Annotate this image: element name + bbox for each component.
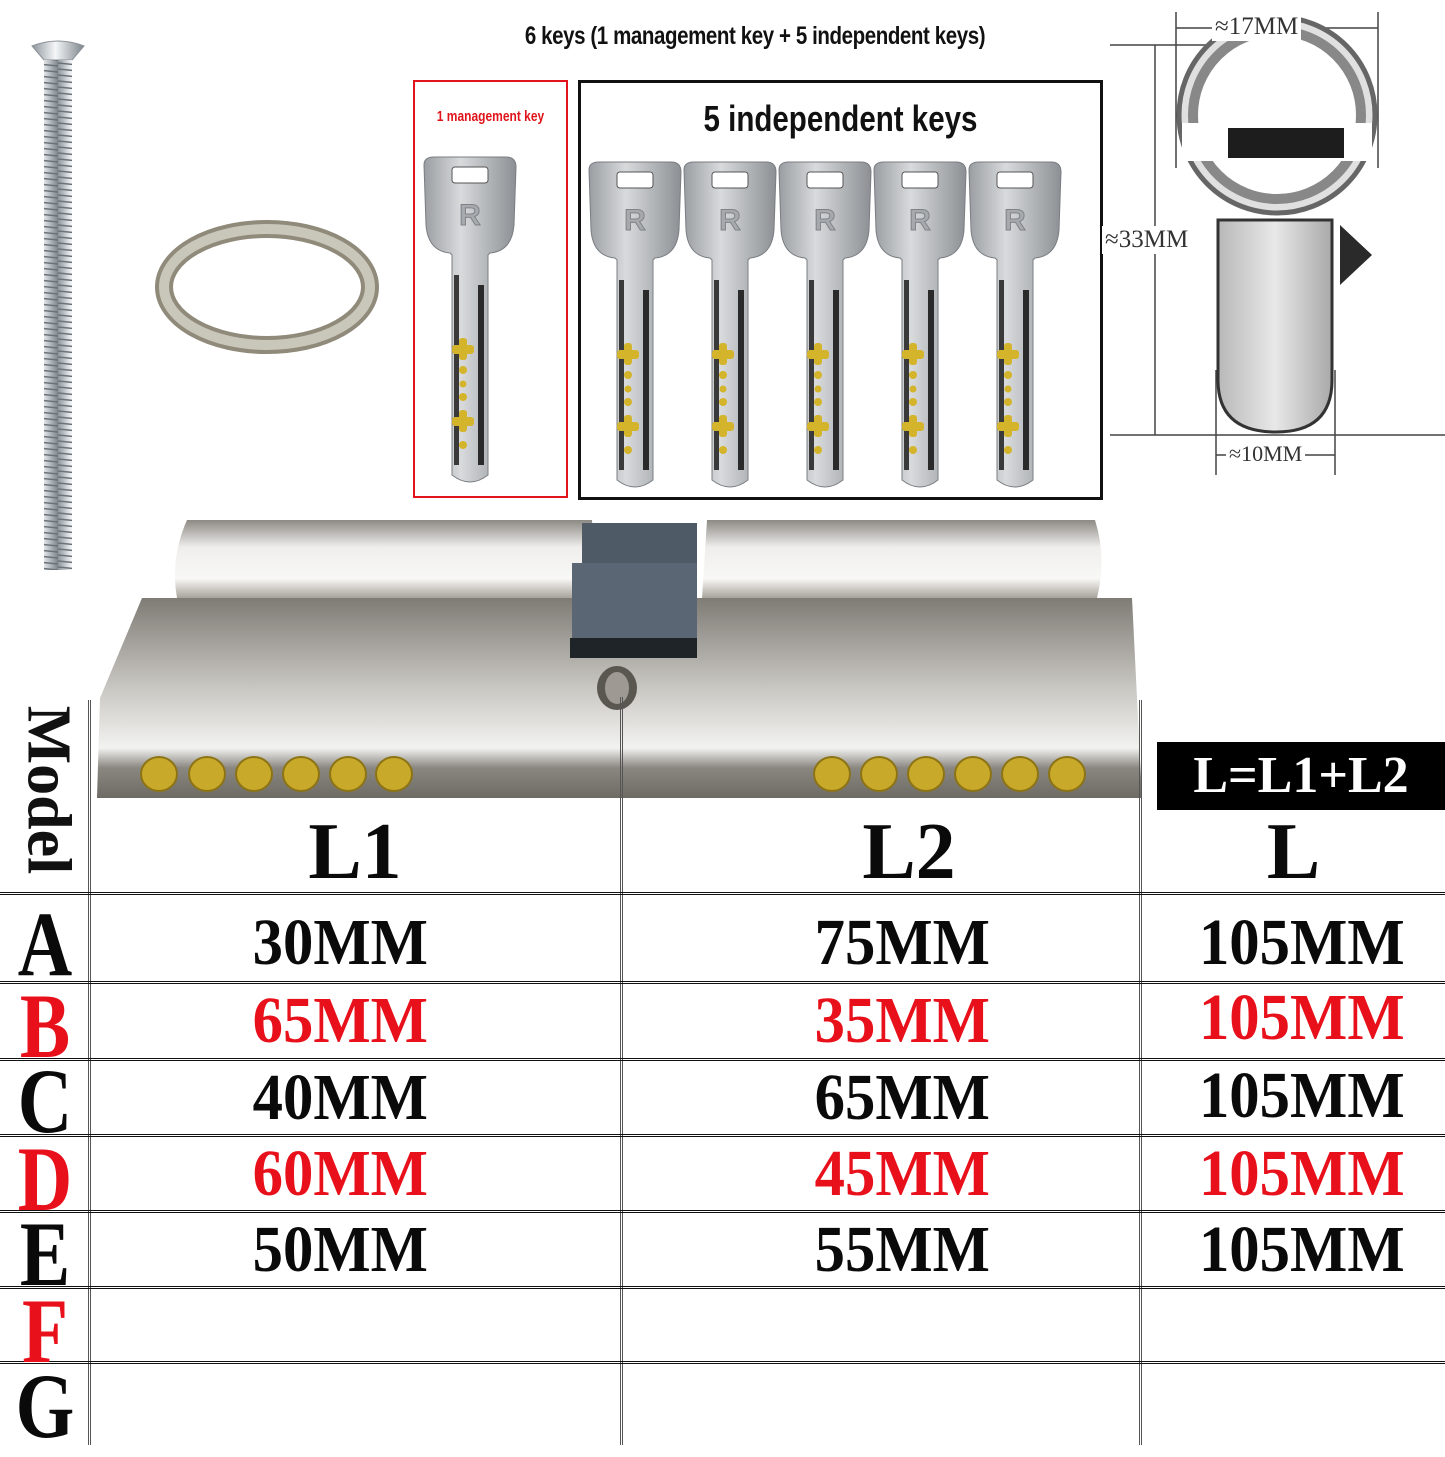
key-ring-icon bbox=[155, 220, 379, 354]
cell-l bbox=[1142, 1295, 1445, 1361]
management-key-label: 1 management key bbox=[436, 108, 545, 125]
cell-l: 105MM bbox=[1199, 906, 1405, 979]
management-key-box bbox=[413, 80, 568, 498]
independent-key-icon bbox=[775, 160, 875, 490]
management-key-icon bbox=[420, 155, 520, 485]
row-model-label: B bbox=[19, 975, 71, 1077]
row-model-label: F bbox=[21, 1280, 69, 1382]
cell-l1 bbox=[90, 1370, 590, 1436]
independent-keys-box bbox=[578, 80, 1103, 500]
cell-l1: 50MM bbox=[252, 1213, 428, 1286]
column-header-l2: L2 bbox=[862, 808, 956, 896]
table-divider bbox=[0, 1134, 1445, 1137]
column-header-l1: L1 bbox=[308, 808, 402, 896]
cell-l bbox=[1142, 1370, 1445, 1436]
cell-l2: 55MM bbox=[814, 1213, 990, 1286]
table-divider bbox=[0, 1058, 1445, 1061]
width-bottom-dimension: ≈10MM bbox=[1226, 441, 1306, 467]
table-divider bbox=[0, 981, 1445, 984]
table-divider bbox=[1139, 700, 1142, 1445]
height-dimension: ≈33MM bbox=[1102, 226, 1192, 254]
cell-l1: 40MM bbox=[252, 1061, 428, 1134]
model-column-header: Model bbox=[14, 705, 83, 875]
row-model-label: C bbox=[17, 1050, 73, 1152]
cell-l2: 65MM bbox=[814, 1061, 990, 1134]
table-divider bbox=[88, 700, 91, 1445]
cell-l1: 65MM bbox=[252, 984, 428, 1057]
cell-l1 bbox=[90, 1295, 590, 1361]
width-top-dimension: ≈17MM bbox=[1212, 13, 1302, 41]
independent-key-icon bbox=[585, 160, 685, 490]
row-model-label: G bbox=[15, 1355, 75, 1457]
column-header-l: L bbox=[1266, 808, 1321, 896]
independent-key-icon bbox=[870, 160, 970, 490]
cell-l2: 75MM bbox=[814, 906, 990, 979]
table-divider bbox=[0, 1361, 1445, 1364]
table-divider bbox=[0, 1286, 1445, 1289]
length-formula-badge: L=L1+L2 bbox=[1157, 742, 1445, 810]
independent-key-icon bbox=[965, 160, 1065, 490]
screw-icon bbox=[31, 40, 85, 570]
cell-l: 105MM bbox=[1199, 1059, 1405, 1132]
cell-l1: 60MM bbox=[252, 1137, 428, 1210]
lock-cylinder-icon bbox=[97, 520, 1142, 798]
table-divider bbox=[620, 697, 623, 1445]
independent-key-icon bbox=[680, 160, 780, 490]
table-divider bbox=[0, 892, 1445, 895]
cell-l: 105MM bbox=[1199, 981, 1405, 1054]
cell-l: 105MM bbox=[1199, 1137, 1405, 1210]
cell-l1: 30MM bbox=[252, 906, 428, 979]
row-model-label: A bbox=[17, 893, 73, 995]
cell-l2: 35MM bbox=[814, 984, 990, 1057]
cell-l2 bbox=[622, 1295, 1182, 1361]
row-model-label: D bbox=[17, 1128, 73, 1230]
independent-keys-label: 5 independent keys bbox=[703, 98, 978, 139]
cylinder-profile-icon bbox=[1110, 12, 1445, 475]
cell-l2 bbox=[622, 1370, 1182, 1436]
cell-l: 105MM bbox=[1199, 1213, 1405, 1286]
table-divider bbox=[0, 1210, 1445, 1213]
row-model-label: E bbox=[19, 1203, 71, 1305]
page-title: 6 keys (1 management key + 5 independent… bbox=[524, 22, 986, 50]
cell-l2: 45MM bbox=[814, 1137, 990, 1210]
cylinder-front-diagram: ≈17MM ≈33MM ≈10MM bbox=[1100, 0, 1445, 480]
